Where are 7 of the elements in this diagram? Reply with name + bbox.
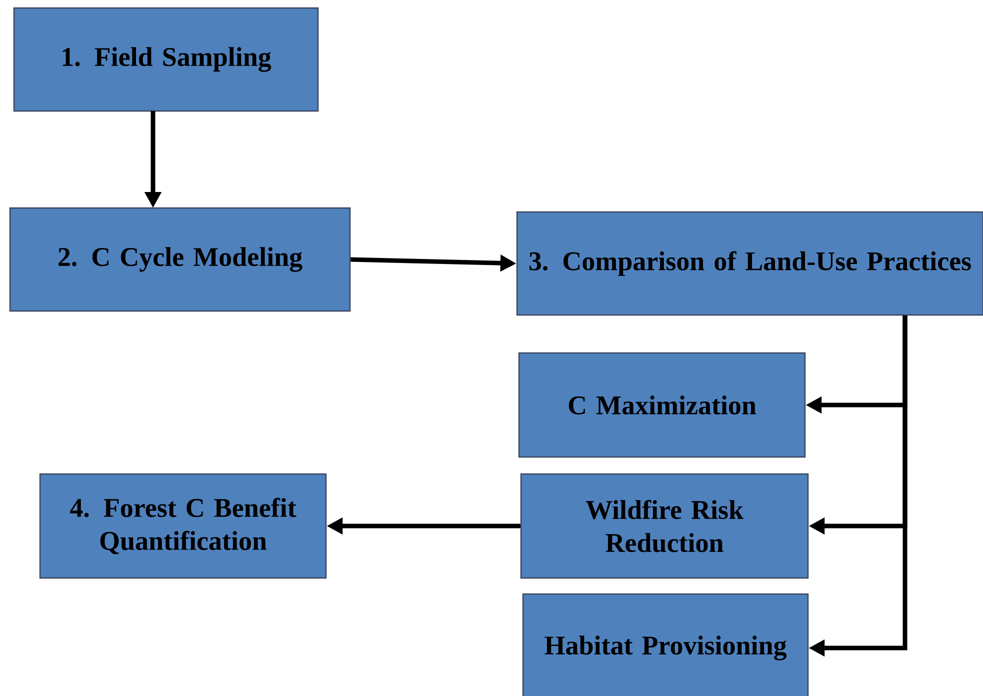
process-box: 2. C Cycle Modeling [9,207,351,312]
process-box: Wildfire Risk Reduction [520,473,809,579]
process-box: 1. Field Sampling [13,7,319,112]
process-box: Habitat Provisioning [522,593,809,696]
process-box: 4. Forest C Benefit Quantification [39,473,327,579]
process-box: C Maximization [518,352,806,458]
process-box: 3. Comparison of Land-Use Practices [516,211,983,316]
